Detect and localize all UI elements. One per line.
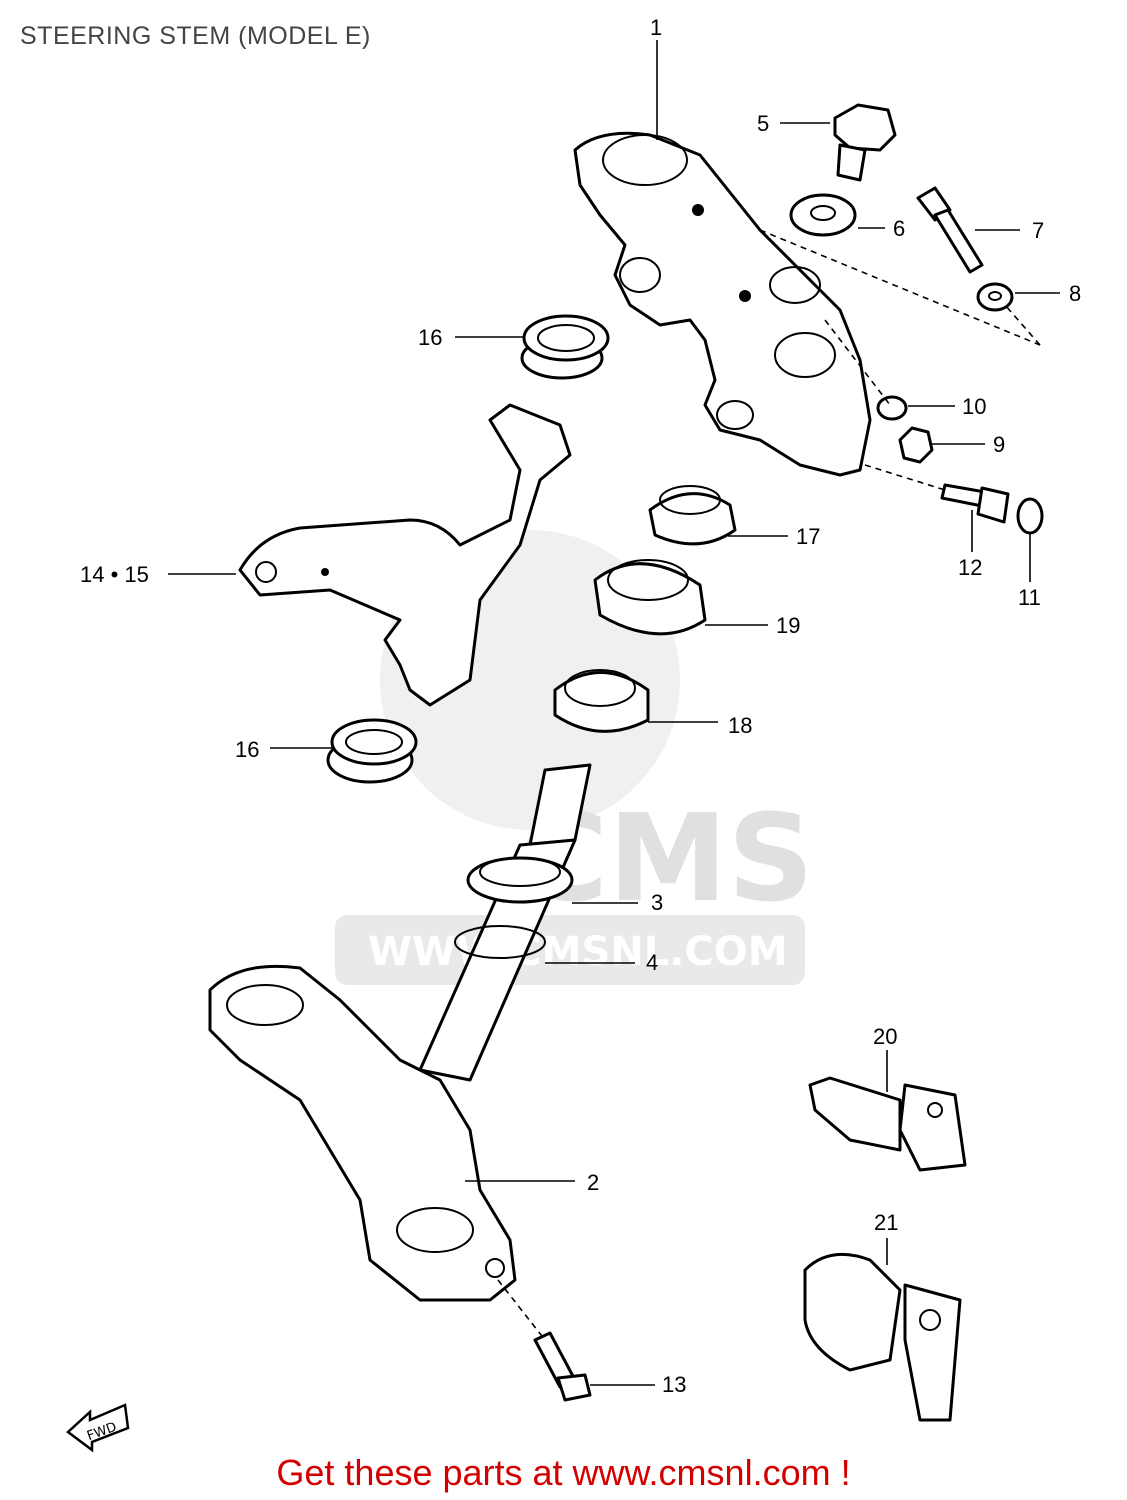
bolt-13-part: [533, 1331, 592, 1402]
callout-2: 2: [587, 1170, 599, 1195]
callout-12: 12: [958, 555, 982, 580]
callout-4: 4: [646, 950, 658, 975]
callout-21: 21: [874, 1210, 898, 1235]
callout-16-upper: 16: [418, 325, 442, 350]
seal-16-upper-part: [520, 314, 610, 380]
bolt-7-part: [916, 186, 984, 274]
bracket-14-15-part: [238, 403, 572, 707]
bearing-race-19-part: [593, 559, 707, 636]
washer-6-part: [789, 193, 857, 237]
nut-17-part: [648, 485, 737, 546]
fwd-arrow-icon: FWD: [66, 1403, 130, 1453]
lock-21-part: [803, 1252, 962, 1422]
callout-17: 17: [796, 524, 820, 549]
callout-11: 11: [1018, 585, 1041, 610]
callout-3: 3: [651, 890, 663, 915]
nut-9-part: [898, 426, 934, 464]
callout-18-19: 19: [776, 613, 800, 638]
bolt-12-part: [940, 483, 1010, 524]
callout-8: 8: [1069, 281, 1081, 306]
lock-20-part: [808, 1076, 967, 1172]
page-title: STEERING STEM (MODEL E): [20, 22, 371, 50]
steering-stem-2-part: [208, 763, 592, 1302]
washer-8-part: [976, 282, 1014, 312]
callout-labels: 1 2 3 4 5 6 7 8 9 10 11 12 13 14 • 15 16…: [80, 15, 1081, 1397]
callout-14-15: 14 • 15: [80, 562, 149, 587]
callout-6: 6: [893, 216, 905, 241]
seal-16-lower-part: [326, 718, 418, 784]
callout-13: 13: [662, 1372, 686, 1397]
callout-5: 5: [757, 111, 769, 136]
callout-7: 7: [1032, 218, 1044, 243]
lock-washer-11-part: [1016, 497, 1044, 535]
callout-10: 10: [962, 394, 986, 419]
bearing-3-part: [466, 856, 574, 904]
callout-1: 1: [650, 15, 662, 40]
seal-4-part: [454, 925, 546, 959]
watermark-url-text: WWW.CMSNL.COM: [368, 929, 788, 975]
bearing-18-part: [553, 669, 650, 733]
upper-bracket-part: [573, 131, 872, 477]
leader-lines: [168, 40, 1060, 1386]
washer-10-part: [876, 395, 908, 421]
callout-16-lower: 16: [235, 737, 259, 762]
callout-9: 9: [993, 432, 1005, 457]
bolt-5-part: [833, 103, 897, 182]
callout-18: 18: [728, 713, 752, 738]
footer-link-text[interactable]: Get these parts at www.cmsnl.com !: [276, 1452, 851, 1493]
callout-20: 20: [873, 1024, 897, 1049]
